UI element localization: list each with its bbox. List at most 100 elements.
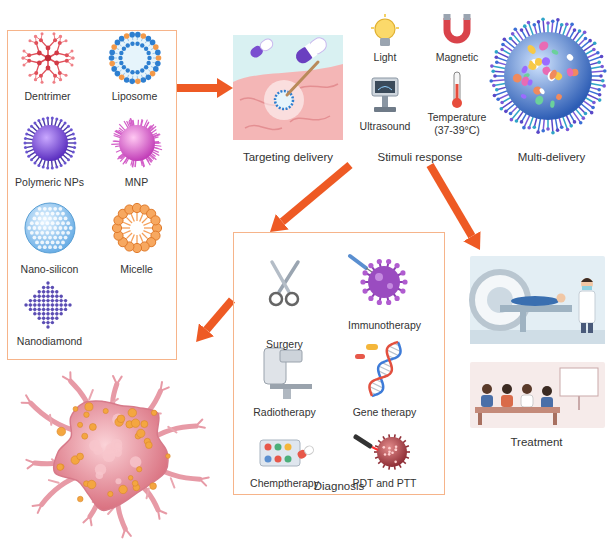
- nano-silicon-icon: [40, 241, 44, 245]
- scissors-icon: [270, 262, 298, 305]
- polymeric-np-icon: [55, 166, 58, 169]
- dendrimer-icon: [65, 74, 68, 77]
- multi-delivery-illustration: [540, 56, 551, 67]
- nanodiamond-icon: [42, 299, 45, 302]
- tumor-cell-illustration: [103, 408, 108, 413]
- flow-arrow: [177, 84, 217, 92]
- virus-icon: [368, 266, 400, 298]
- liposome-icon: [151, 66, 154, 67]
- light-bulb-icon: [384, 14, 386, 17]
- multi-delivery-illustration: [596, 51, 600, 55]
- liposome-icon: [119, 36, 125, 42]
- tumor-cell-illustration: [77, 496, 83, 502]
- polymeric-np-icon: [30, 125, 33, 128]
- dendrimer-icon: [71, 50, 74, 53]
- multi-delivery-illustration: [550, 100, 555, 108]
- nano-silicon-icon: [35, 231, 39, 235]
- liposome-icon: [123, 73, 125, 75]
- multi-delivery-illustration: [527, 126, 531, 130]
- multi-delivery-illustration: [599, 74, 603, 78]
- liposome-icon: [156, 55, 162, 61]
- liposome-icon: [146, 51, 150, 55]
- section-label: Treatment: [511, 436, 563, 450]
- multi-delivery-illustration: [538, 117, 541, 132]
- multi-delivery-illustration: [579, 121, 583, 125]
- radiotherapy-icon: [264, 348, 312, 399]
- radiotherapy-icon: [270, 384, 312, 389]
- polymeric-np-icon: [24, 142, 27, 145]
- multi-delivery-illustration: [603, 69, 607, 73]
- multi-delivery-illustration: [504, 32, 592, 120]
- meeting-scene: [560, 368, 598, 396]
- micelle-icon: [136, 235, 137, 243]
- nanodiamond-icon: [64, 308, 67, 311]
- nanodiamond-icon: [51, 295, 54, 298]
- multi-delivery-illustration: [546, 127, 550, 131]
- nano-silicon-icon: [48, 236, 52, 240]
- pill-icon: [366, 344, 378, 350]
- syringe-icon: [350, 256, 372, 272]
- polymeric-np-icon: [42, 166, 45, 169]
- therapy-label: Gene therapy: [347, 405, 423, 419]
- nano-silicon-icon: [46, 212, 50, 216]
- nano-silicon-icon: [38, 226, 42, 230]
- mri-scene: [581, 278, 593, 290]
- multi-delivery-illustration: [534, 94, 545, 106]
- tumor-cell-illustration: [112, 413, 124, 425]
- dendrimer-icon: [71, 63, 74, 66]
- liposome-icon: [135, 79, 141, 85]
- nano-silicon-icon: [25, 203, 75, 253]
- tumor-cell-illustration: [28, 463, 35, 468]
- tumor-cell-illustration: [196, 426, 205, 428]
- nano-silicon-icon: [56, 221, 60, 225]
- nanodiamond-icon: [46, 312, 49, 315]
- liposome-icon: [150, 71, 156, 77]
- dendrimer-icon: [28, 39, 31, 42]
- nano-silicon-icon: [51, 212, 55, 216]
- tumor-cell-illustration: [108, 491, 113, 496]
- chemotherapy-icon: [285, 444, 292, 451]
- meeting-scene: [481, 395, 493, 407]
- tumor-cell-illustration: [111, 439, 122, 450]
- polymeric-np-icon: [72, 132, 75, 135]
- item-label: Micelle: [120, 263, 153, 276]
- multi-delivery-illustration: [591, 106, 595, 110]
- tumor-cell-illustration: [85, 403, 93, 411]
- stimuli-section: LightMagneticUltrasoundTemperature (37-3…: [345, 12, 495, 165]
- dendrimer-icon: [34, 35, 37, 38]
- polymeric-np-icon: [73, 137, 76, 140]
- nanodiamond-icon: [60, 308, 63, 311]
- multi-delivery-illustration: [601, 79, 605, 83]
- polymeric-np-icon: [60, 119, 63, 122]
- virus-icon: [362, 270, 367, 275]
- multi-delivery-illustration: [590, 71, 605, 72]
- multi-delivery-illustration: [541, 17, 545, 21]
- nanodiamond-icon: [38, 299, 41, 302]
- liposome-icon: [153, 44, 159, 50]
- nano-silicon-icon: [43, 236, 47, 240]
- multi-delivery-illustration: [537, 40, 550, 53]
- meeting-scene: [578, 396, 580, 410]
- nano-silicon-icon: [59, 245, 63, 249]
- targeting-illustration: [287, 62, 318, 95]
- liposome-icon: [141, 38, 142, 41]
- item-label: Liposome: [112, 90, 158, 103]
- liposome-icon: [109, 55, 115, 61]
- micelle-icon: [143, 222, 150, 225]
- polymeric-np-icon: [51, 117, 54, 120]
- multi-delivery-illustration: [541, 129, 545, 133]
- micelle-icon: [144, 227, 152, 228]
- nanodiamond-icon: [60, 295, 63, 298]
- multi-delivery-illustration: [592, 48, 596, 52]
- multi-delivery-illustration: [492, 66, 507, 69]
- polymeric-np-icon: [25, 132, 28, 135]
- multi-delivery-illustration: [510, 118, 514, 122]
- ultrasound-icon: [378, 87, 392, 91]
- liposome-icon: [118, 56, 122, 60]
- radiotherapy-icon: [283, 389, 291, 399]
- nano-silicon-icon: [59, 217, 63, 221]
- multi-delivery-illustration: [500, 48, 504, 52]
- tumor-cell-illustration: [130, 456, 142, 468]
- liposome-icon: [153, 66, 159, 72]
- item-label: Immunotherapy: [348, 319, 421, 332]
